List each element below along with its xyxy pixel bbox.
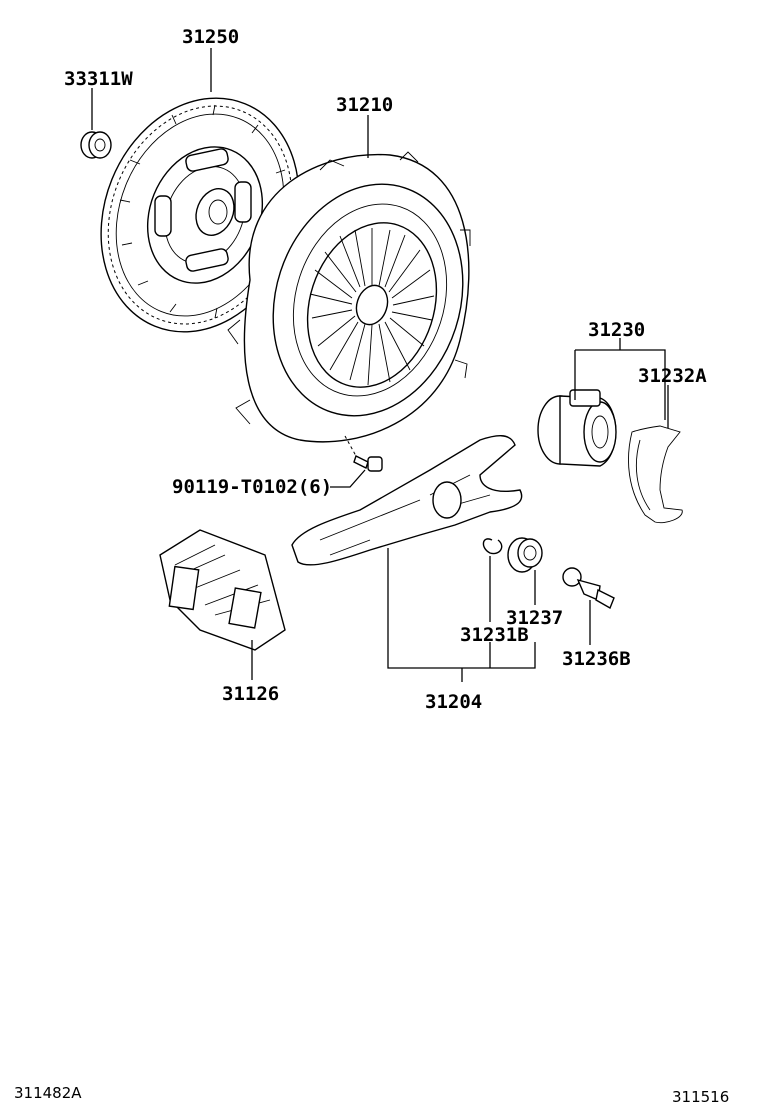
dust-cover-illustration [159,529,286,651]
snap-ring-illustration [482,538,503,555]
leader-90119 [330,469,366,488]
pilot-bearing-illustration [80,131,112,159]
release-fork-illustration [291,435,523,566]
release-bearing-illustration [537,389,617,467]
footer-left-code: 311482A [14,1084,82,1102]
part-label-31230: 31230 [588,319,645,341]
leader-31230 [574,338,666,420]
part-label-33311w: 33311W [64,68,133,90]
footer-right-code: 311516 [672,1088,729,1106]
part-label-31204: 31204 [425,691,482,713]
bolt-illustration [344,435,383,472]
fork-boot-illustration [507,537,543,573]
clip-illustration [628,425,683,524]
part-label-31126: 31126 [222,683,279,705]
part-label-31232a: 31232A [638,365,707,387]
clutch-cover-illustration [227,151,471,443]
fork-pivot-illustration [562,567,615,610]
part-label-31231b: 31231B [460,624,529,646]
part-label-31236b: 31236B [562,648,631,670]
part-label-31210: 31210 [336,94,393,116]
clutch-disc-illustration [100,97,300,333]
part-label-31237: 31237 [506,607,563,629]
part-label-31250: 31250 [182,26,239,48]
leader-31204 [387,548,536,682]
part-label-90119: 90119-T0102(6) [172,476,332,498]
